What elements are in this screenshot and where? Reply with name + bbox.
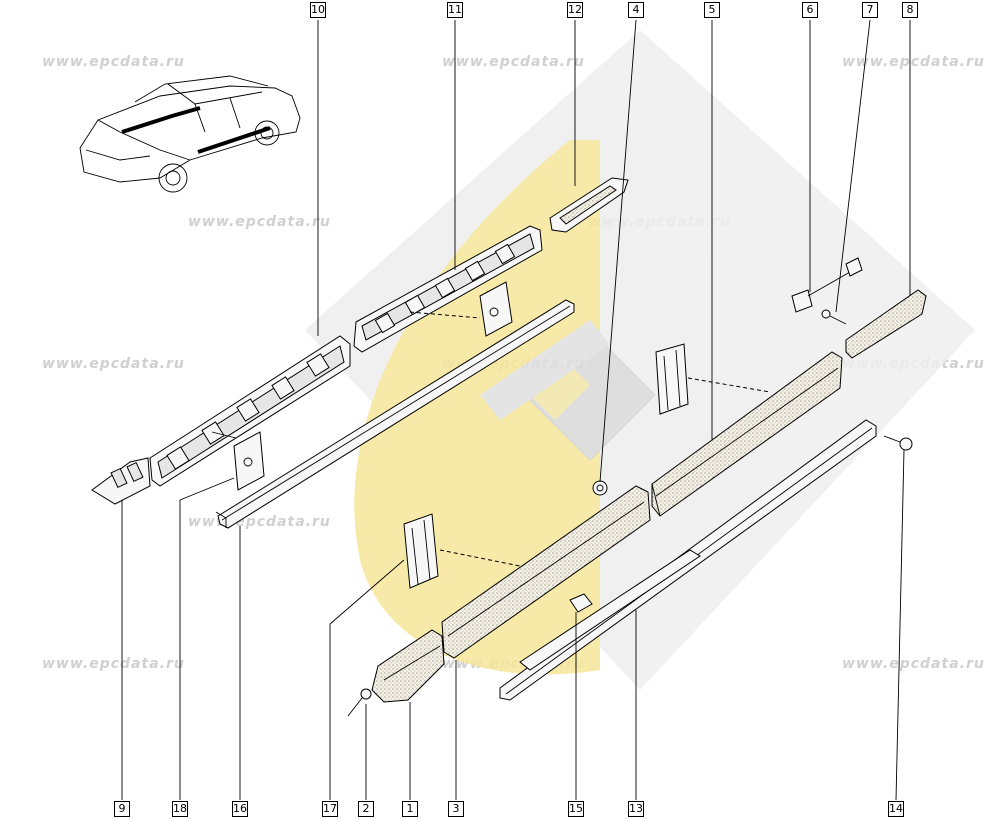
part-2-screw xyxy=(347,688,372,717)
part-7-screw xyxy=(821,309,847,325)
callout-12: 12 xyxy=(567,2,583,18)
spacer-upper xyxy=(655,343,771,415)
part-6-clip xyxy=(791,257,863,313)
callout-10: 10 xyxy=(310,2,326,18)
part-3-front-moulding xyxy=(441,485,651,659)
part-8-end-cap xyxy=(845,289,927,359)
part-11-trim-strip xyxy=(353,225,543,353)
part-9-end-moulding xyxy=(91,457,151,505)
watermark: www.epcdata.ru xyxy=(442,54,585,70)
callout-4: 4 xyxy=(628,2,644,18)
part-10-trim-strip xyxy=(149,335,351,487)
callout-1: 1 xyxy=(402,801,418,817)
part-13-sill-strip xyxy=(499,419,877,701)
part-14-screw xyxy=(883,435,913,451)
part-4-clip xyxy=(592,480,608,496)
watermark: www.epcdata.ru xyxy=(842,54,985,70)
callout-16: 16 xyxy=(232,801,248,817)
callout-3: 3 xyxy=(448,801,464,817)
part-1-front-end xyxy=(371,629,445,703)
callout-2: 2 xyxy=(358,801,374,817)
watermark: www.epcdata.ru xyxy=(188,214,331,230)
callout-14: 14 xyxy=(888,801,904,817)
callout-9: 9 xyxy=(114,801,130,817)
callout-15: 15 xyxy=(568,801,584,817)
watermark: www.epcdata.ru xyxy=(42,54,185,70)
watermark: www.epcdata.ru xyxy=(42,356,185,372)
callout-13: 13 xyxy=(628,801,644,817)
leader-lines xyxy=(121,19,911,801)
part-18-clip xyxy=(211,431,265,491)
callout-7: 7 xyxy=(862,2,878,18)
watermark: www.epcdata.ru xyxy=(842,656,985,672)
car-thumbnail xyxy=(79,75,301,193)
callout-18: 18 xyxy=(172,801,188,817)
part-15-clip xyxy=(569,593,593,613)
part-5-rear-moulding xyxy=(651,351,843,517)
watermark: www.epcdata.ru xyxy=(42,656,185,672)
part-12-badge xyxy=(549,177,629,233)
callout-17: 17 xyxy=(322,801,338,817)
callout-6: 6 xyxy=(802,2,818,18)
callout-8: 8 xyxy=(902,2,918,18)
callout-11: 11 xyxy=(447,2,463,18)
part-17-spacer xyxy=(403,513,521,589)
part-16-sill-seal xyxy=(215,299,575,529)
clip-upper xyxy=(409,281,513,337)
callout-5: 5 xyxy=(704,2,720,18)
